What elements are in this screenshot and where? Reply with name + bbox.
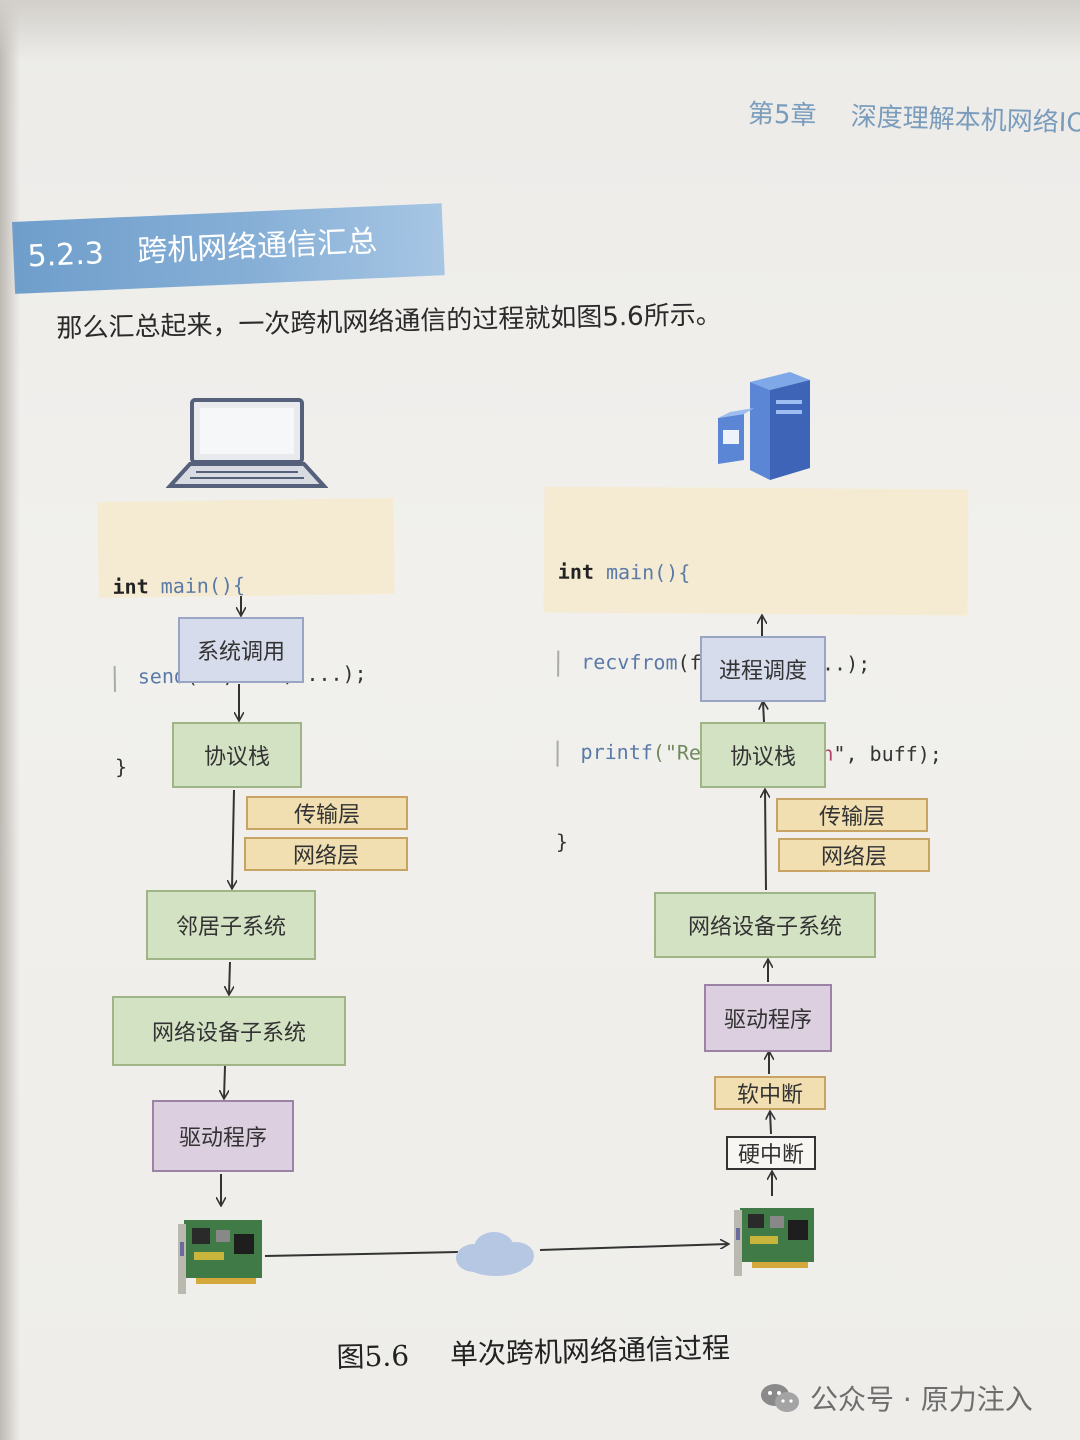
arrow-neighbor-to-netdev <box>229 962 230 994</box>
receiver-softirq-box: 软中断 <box>714 1076 826 1110</box>
watermark-text: 公众号 · 原力注入 <box>810 1378 1033 1418</box>
sender-netdev-box: 网络设备子系统 <box>112 996 346 1066</box>
sender-stack-box: 协议栈 <box>172 722 302 788</box>
receiver-hardirq-box: 硬中断 <box>726 1136 816 1170</box>
arrow-hardirq-to-softirq <box>770 1112 771 1134</box>
network-link-left <box>265 1252 458 1256</box>
sender-syscall-box: 系统调用 <box>178 617 304 683</box>
figure-number: 图5.6 <box>336 1339 409 1374</box>
receiver-netdev-box: 网络设备子系统 <box>654 892 876 958</box>
server-icon <box>714 370 814 482</box>
code-printf-fn: printf <box>581 740 653 765</box>
receiver-stack-box: 协议栈 <box>700 722 826 788</box>
receiver-code-block: int main(){ recvfrom(fd, buff, ...); pri… <box>544 487 969 616</box>
figure-title: 单次跨机网络通信过程 <box>450 1331 731 1371</box>
cloud-icon <box>452 1228 540 1280</box>
watermark: 公众号 · 原力注入 <box>760 1378 1033 1418</box>
receiver-driver-box: 驱动程序 <box>704 984 832 1052</box>
sender-code-block: int main(){ send(fd, buf, ...); } <box>97 498 394 598</box>
network-link-right <box>540 1244 728 1250</box>
receiver-transport-box: 传输层 <box>776 798 928 832</box>
sender-network-box: 网络层 <box>244 837 408 871</box>
nic-card-icon <box>176 1212 264 1298</box>
code-printf-close: ", buff); <box>833 742 942 767</box>
wechat-icon <box>760 1381 800 1415</box>
code-recvfrom-fn: recvfrom <box>581 650 677 675</box>
sender-neighbor-box: 邻居子系统 <box>146 890 316 960</box>
sender-driver-box: 驱动程序 <box>152 1100 294 1172</box>
laptop-icon <box>166 396 328 492</box>
code-keyword: int <box>558 560 594 584</box>
receiver-network-box: 网络层 <box>778 838 930 872</box>
code-keyword: int <box>112 574 148 599</box>
nic-card-icon <box>732 1200 816 1280</box>
receiver-sched-box: 进程调度 <box>700 636 826 702</box>
code-main: main(){ <box>606 560 690 585</box>
arrow-netdev-to-driver <box>224 1066 225 1098</box>
sender-transport-box: 传输层 <box>246 796 408 830</box>
code-main: main(){ <box>161 573 246 598</box>
